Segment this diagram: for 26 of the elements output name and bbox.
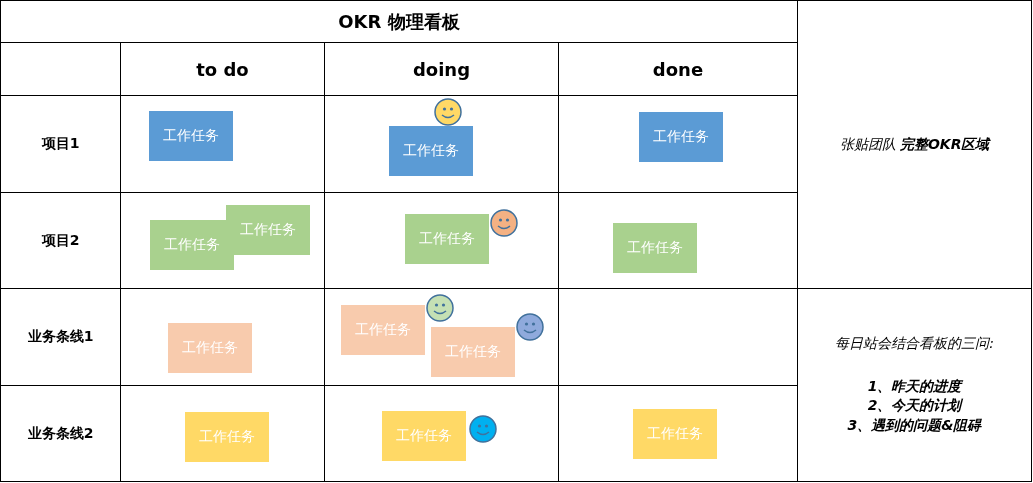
row-header: 业务条线2 xyxy=(27,424,94,443)
sticky-note: 工作任务 xyxy=(149,111,233,161)
sticky-note: 工作任务 xyxy=(341,305,425,355)
sticky-note: 工作任务 xyxy=(382,411,466,461)
list-item: 3、遇到的问题&阻碍 xyxy=(847,415,982,435)
board-title: OKR 物理看板 xyxy=(338,9,460,34)
sticky-note: 工作任务 xyxy=(185,412,269,462)
column-header: doing xyxy=(412,58,471,80)
sticky-note: 工作任务 xyxy=(389,126,473,176)
row-header: 业务条线1 xyxy=(27,328,94,346)
sticky-note: 工作任务 xyxy=(633,409,717,459)
list-item: 2、今天的计划 xyxy=(867,396,962,416)
sticky-note: 工作任务 xyxy=(405,214,489,264)
sticky-note: 工作任务 xyxy=(613,223,697,273)
sticky-note: 工作任务 xyxy=(639,112,723,162)
row-header: 项目1 xyxy=(41,135,80,153)
column-header: to do xyxy=(196,58,249,80)
side-note: 每日站会结合看板的三问: xyxy=(835,334,994,353)
column-header: done xyxy=(652,58,704,80)
sticky-note: 工作任务 xyxy=(168,323,252,373)
sticky-note: 工作任务 xyxy=(150,220,234,270)
sticky-note: 工作任务 xyxy=(431,327,515,377)
side-note: 张贴团队 完整OKR区域 xyxy=(839,135,990,154)
list-item: 1、昨天的进度 xyxy=(867,376,962,396)
row-header: 项目2 xyxy=(41,231,80,250)
sticky-note: 工作任务 xyxy=(226,205,310,255)
